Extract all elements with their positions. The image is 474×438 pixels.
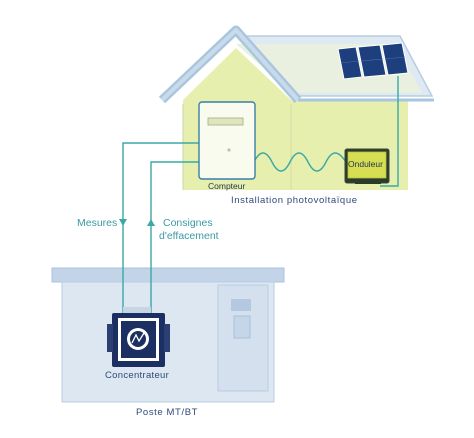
wires <box>122 76 399 315</box>
concentrateur-label: Concentrateur <box>105 370 170 381</box>
onduleur-inverter-icon <box>344 148 390 184</box>
solar-panels-icon <box>337 42 409 80</box>
compteur-label: Compteur <box>208 181 246 191</box>
onduleur-label: Onduleur <box>348 159 383 169</box>
consignes-arrow-icon <box>147 219 155 226</box>
concentrateur-device-icon <box>107 307 170 367</box>
compteur-meter-icon <box>198 101 256 180</box>
consignes-label-line2: d'effacement <box>159 230 219 242</box>
mesures-arrow-icon <box>119 219 127 226</box>
installation-label: Installation photovoltaïque <box>231 195 358 206</box>
poste-label: Poste MT/BT <box>136 407 199 418</box>
mesures-label: Mesures <box>77 217 118 229</box>
consignes-label-line1: Consignes <box>163 217 213 229</box>
